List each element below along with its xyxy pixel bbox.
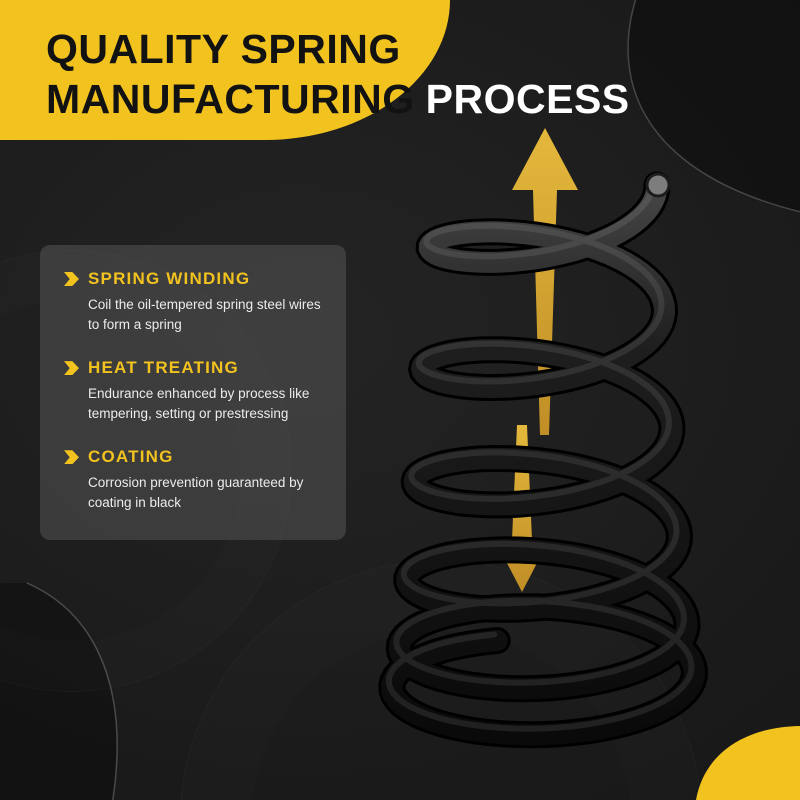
up-arrow-icon (512, 128, 578, 435)
spring-wire-end (645, 172, 671, 198)
process-step-coating: COATING Corrosion prevention guaranteed … (64, 447, 324, 512)
step-description: Coil the oil-tempered spring steel wires… (88, 297, 321, 332)
step-heading: SPRING WINDING (88, 269, 251, 288)
process-step-heat-treating: HEAT TREATING Endurance enhanced by proc… (64, 358, 324, 423)
bottom-left-curve (26, 582, 118, 800)
corner-accent-shape (696, 726, 800, 800)
step-bullet-icon (64, 450, 79, 465)
corner-accent-path (696, 726, 800, 800)
step-heading-row: SPRING WINDING (64, 269, 324, 289)
process-step-winding: SPRING WINDING Coil the oil-tempered spr… (64, 269, 324, 334)
title-line-1: QUALITY SPRING (46, 26, 401, 72)
title-line2-light: PROCESS (425, 76, 630, 122)
step-heading-row: HEAT TREATING (64, 358, 324, 378)
spring-coil (381, 174, 705, 746)
process-steps-panel: SPRING WINDING Coil the oil-tempered spr… (40, 245, 346, 541)
step-bullet-icon (64, 272, 79, 286)
step-heading-row: COATING (64, 447, 324, 467)
step-heading: HEAT TREATING (88, 358, 239, 378)
step-heading: COATING (88, 447, 174, 467)
step-bullet-icon (64, 361, 79, 376)
bottom-left-corner-shape (0, 583, 118, 800)
title-line2-dark: MANUFACTURING (46, 76, 415, 122)
coil-spring-illustration (378, 128, 708, 749)
spring-coil-highlight (385, 176, 695, 732)
step-description: Endurance enhanced by process like tempe… (88, 386, 310, 421)
step-description: Corrosion prevention guaranteed by coati… (88, 475, 304, 510)
